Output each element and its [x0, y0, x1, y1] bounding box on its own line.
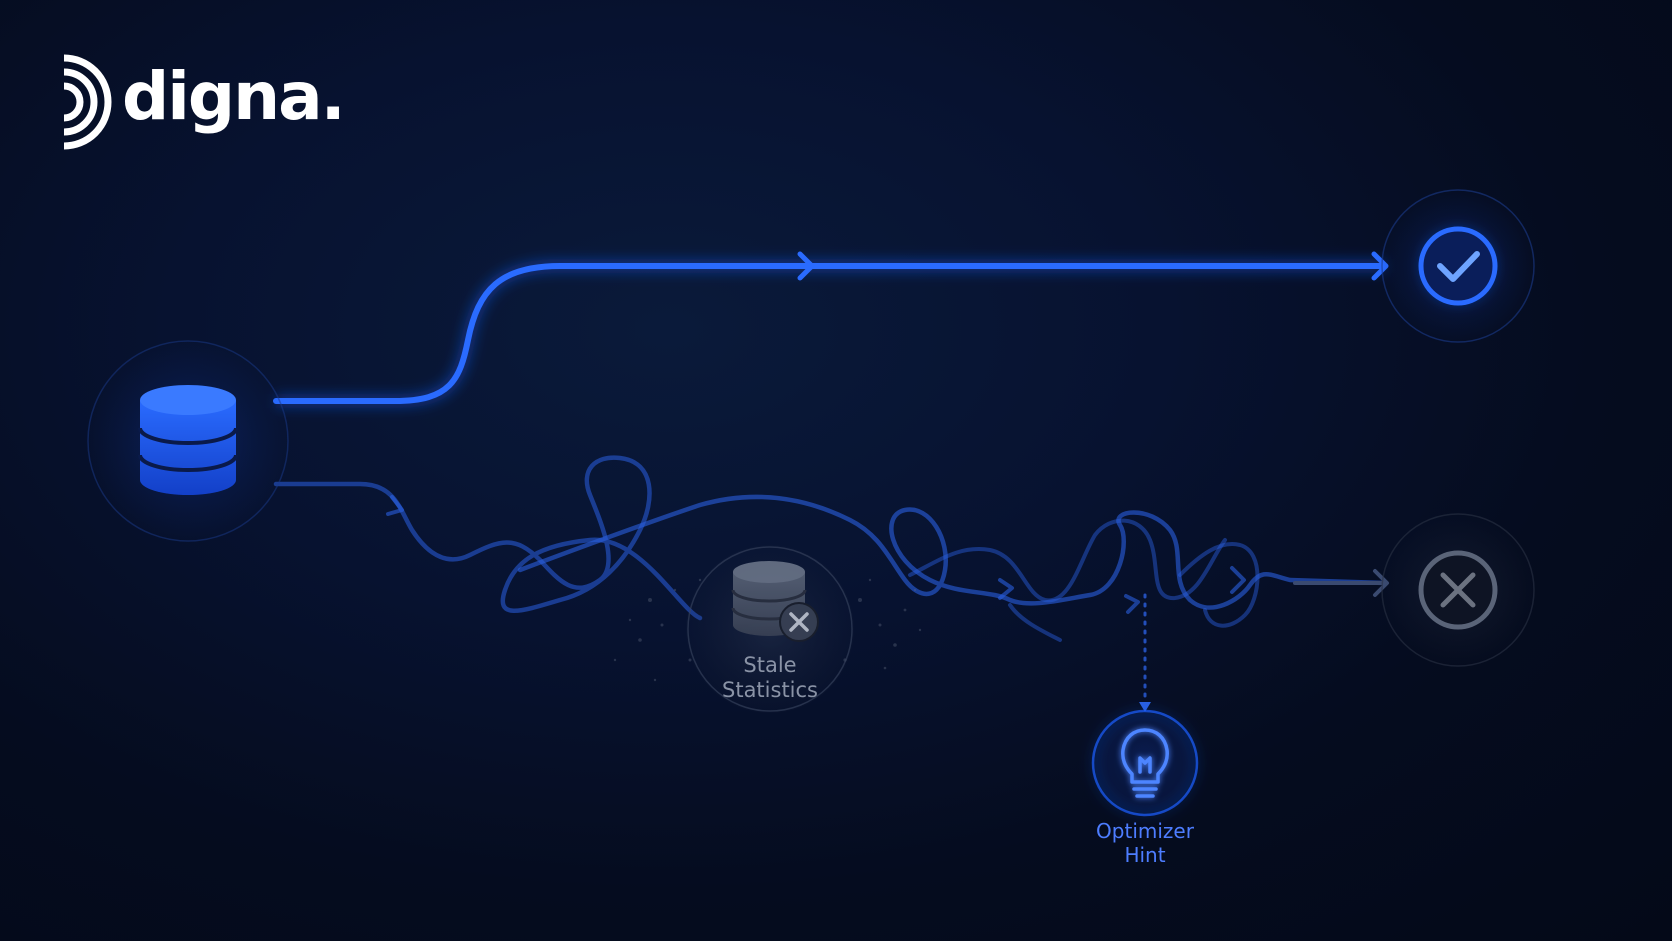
checkmark-icon [1437, 251, 1480, 282]
lightbulb-icon [1121, 728, 1169, 798]
stale-label-line1: Stale [743, 653, 796, 677]
arrowhead [386, 495, 404, 516]
brand-name: digna. [122, 58, 344, 135]
brand-logo: digna. [63, 54, 346, 150]
arrowhead [1124, 594, 1140, 614]
stale-statistics-node: Stale Statistics [613, 545, 922, 713]
hint-label-line1: Optimizer [1096, 819, 1195, 843]
hint-label-line2: Hint [1124, 843, 1165, 867]
database-icon [138, 385, 238, 495]
dust-particles [613, 578, 922, 682]
arrowhead [998, 578, 1014, 600]
hint-connector [1139, 593, 1151, 712]
stale-label-line2: Statistics [722, 678, 818, 702]
failure-node [1380, 512, 1536, 668]
arrowhead [1230, 566, 1246, 594]
efficient-path [273, 251, 1389, 408]
x-icon [1440, 572, 1476, 608]
database-x-icon [731, 561, 819, 642]
source-database-node [86, 339, 290, 543]
optimizer-hint-node: Optimizer Hint [1091, 709, 1199, 867]
digna-logo-icon [63, 54, 112, 150]
arrowhead [797, 251, 815, 281]
success-node [1380, 188, 1536, 344]
tangled-path [273, 455, 1389, 642]
